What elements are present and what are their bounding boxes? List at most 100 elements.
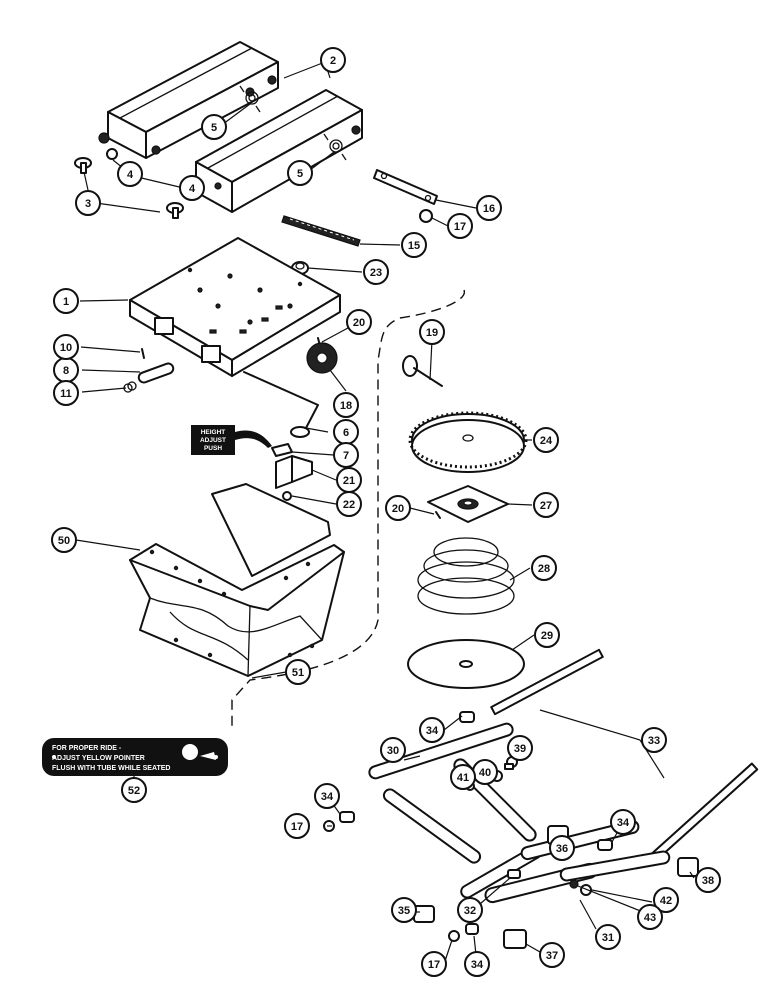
callout-circle xyxy=(533,492,559,518)
callout-number: 30 xyxy=(387,745,399,757)
callout-circle xyxy=(117,161,143,187)
callout-33: 33 xyxy=(641,727,667,753)
callout-circle xyxy=(533,427,559,453)
bracket-21 xyxy=(275,455,313,489)
callout-number: 34 xyxy=(471,959,484,971)
callout-18: 18 xyxy=(333,392,359,418)
callout-34: 34 xyxy=(314,783,340,809)
callout-34: 34 xyxy=(419,717,445,743)
callout-number: 17 xyxy=(291,821,303,833)
callout-51: 51 xyxy=(285,659,311,685)
spring-clip-upper xyxy=(239,85,261,113)
callout-number: 42 xyxy=(660,895,672,907)
callout-circle xyxy=(401,232,427,258)
callout-number: 35 xyxy=(398,905,410,917)
callout-17: 17 xyxy=(284,813,310,839)
callout-7: 7 xyxy=(333,442,359,468)
callout-number: 4 xyxy=(127,169,134,181)
callout-number: 1 xyxy=(63,296,69,308)
callout-27: 27 xyxy=(533,492,559,518)
callout-circle xyxy=(549,835,575,861)
svg-text:PUSH: PUSH xyxy=(204,445,222,452)
callout-circle xyxy=(53,288,79,314)
callout-38: 38 xyxy=(695,867,721,893)
callout-number: 51 xyxy=(292,667,304,679)
callout-35: 35 xyxy=(391,897,417,923)
callout-number: 5 xyxy=(211,122,217,134)
callout-circle xyxy=(507,735,533,761)
callout-circle xyxy=(610,809,636,835)
callout-42: 42 xyxy=(653,887,679,913)
callout-circle xyxy=(421,951,447,977)
callout-number: 17 xyxy=(428,959,440,971)
callout-number: 33 xyxy=(648,735,660,747)
callout-circle xyxy=(333,392,359,418)
callout-8: 8 xyxy=(53,357,79,383)
pin-34-right xyxy=(597,839,613,851)
callout-circle xyxy=(314,783,340,809)
callout-circle xyxy=(320,47,346,73)
callout-36: 36 xyxy=(549,835,575,861)
pin-34-bottom xyxy=(465,923,479,935)
pin-10 xyxy=(141,348,145,359)
disc-29 xyxy=(407,639,525,689)
callout-20: 20 xyxy=(385,495,411,521)
callout-circle xyxy=(201,114,227,140)
bushing-38 xyxy=(677,857,699,877)
callout-circle xyxy=(53,380,79,406)
callout-circle xyxy=(450,764,476,790)
bushing-37 xyxy=(503,929,527,949)
callout-number: 28 xyxy=(538,563,550,575)
svg-text:ADJUST: ADJUST xyxy=(200,437,226,444)
pin-34-left xyxy=(339,811,355,823)
callout-circle xyxy=(637,904,663,930)
callout-4: 4 xyxy=(117,161,143,187)
callout-circle xyxy=(595,924,621,950)
callout-circle xyxy=(285,659,311,685)
callout-39: 39 xyxy=(507,735,533,761)
pin-20-mid xyxy=(435,511,441,519)
ride-adjust-plate-52: FOR PROPER RIDE - ADJUST YELLOW POINTER … xyxy=(42,738,228,776)
callout-41: 41 xyxy=(450,764,476,790)
callout-number: 17 xyxy=(454,221,466,233)
callout-number: 6 xyxy=(343,427,349,439)
callout-3: 3 xyxy=(75,190,101,216)
callout-21: 21 xyxy=(336,467,362,493)
callout-number: 41 xyxy=(457,772,469,784)
callout-circle xyxy=(476,195,502,221)
callout-circle xyxy=(534,622,560,648)
callout-5: 5 xyxy=(287,160,313,186)
callout-34: 34 xyxy=(610,809,636,835)
rod-19 xyxy=(402,355,443,387)
callout-15: 15 xyxy=(401,232,427,258)
callout-circle xyxy=(531,555,557,581)
callout-11: 11 xyxy=(53,380,79,406)
callout-number: 52 xyxy=(128,785,140,797)
seat-base-plate xyxy=(129,237,341,377)
callout-number: 20 xyxy=(392,503,404,515)
callout-number: 37 xyxy=(546,950,558,962)
spring-clip-lower xyxy=(323,133,347,161)
callout-number: 27 xyxy=(540,500,552,512)
nut-17-bottom xyxy=(448,930,460,942)
callout-number: 2 xyxy=(330,55,336,67)
callout-circle xyxy=(419,717,445,743)
callout-circle xyxy=(464,951,490,977)
callout-number: 21 xyxy=(343,475,355,487)
callout-30: 30 xyxy=(380,737,406,763)
callout-28: 28 xyxy=(531,555,557,581)
callout-16: 16 xyxy=(476,195,502,221)
callout-number: 34 xyxy=(426,725,439,737)
callout-10: 10 xyxy=(53,334,79,360)
callout-2: 2 xyxy=(320,47,346,73)
callout-number: 50 xyxy=(58,535,70,547)
callout-20: 20 xyxy=(346,309,372,335)
adjust-lever-6 xyxy=(243,371,319,429)
callout-circle xyxy=(336,491,362,517)
pin-34-top xyxy=(459,711,475,723)
lever-knob xyxy=(290,426,310,438)
bushing-35 xyxy=(413,905,435,923)
callout-number: 36 xyxy=(556,843,568,855)
callout-number: 10 xyxy=(60,342,72,354)
